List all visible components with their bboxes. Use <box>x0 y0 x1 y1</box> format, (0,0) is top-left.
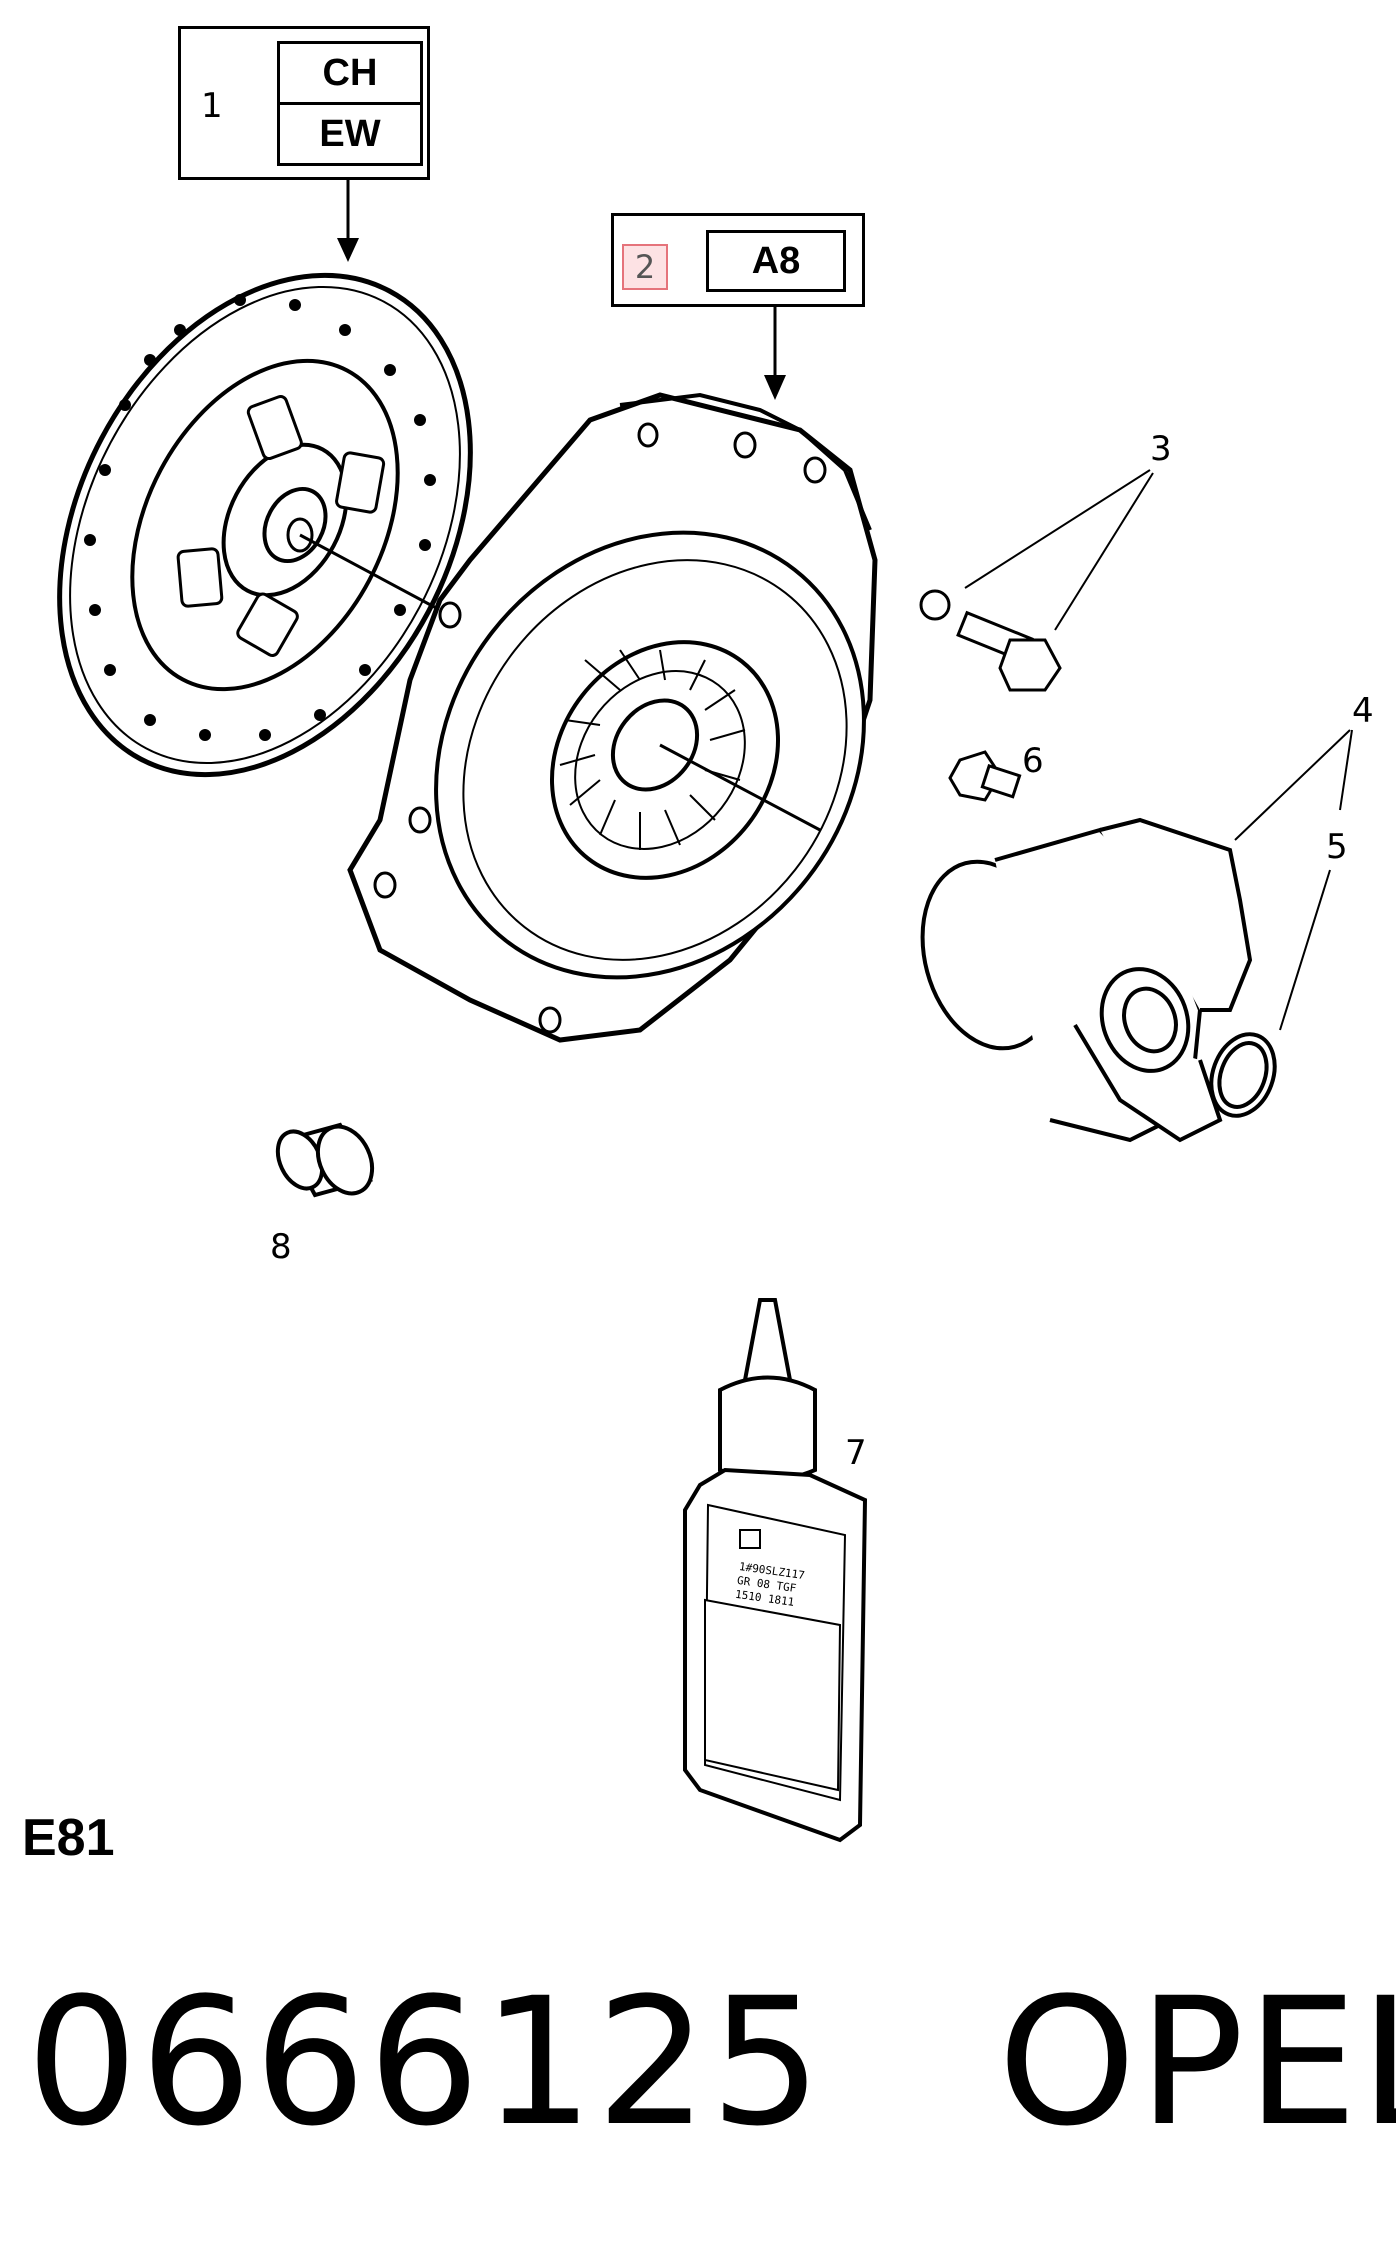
diagram-code: E81 <box>22 1809 115 1867</box>
callout-1: 1 <box>201 86 223 126</box>
plate-center-line <box>659 743 821 832</box>
part-number: 0666125 <box>26 1960 824 2165</box>
callout-8: 8 <box>270 1227 292 1267</box>
brand-name: OPEL <box>997 1960 1396 2165</box>
screw-icon <box>948 750 1022 802</box>
o-ring-icon <box>1209 1032 1277 1118</box>
part-1-code-box: 1 CH EW <box>178 26 430 180</box>
callout-6: 6 <box>1022 741 1044 781</box>
disc-center-line <box>299 533 441 612</box>
callout-4: 4 <box>1352 691 1374 731</box>
code-a8: A8 <box>706 230 846 292</box>
bolt-icon <box>919 589 1062 692</box>
release-bearing-icon <box>920 817 1253 1143</box>
callout-3: 3 <box>1150 429 1172 469</box>
part-2-code-box: 2 A8 <box>611 213 865 307</box>
code-ew: EW <box>277 102 423 166</box>
grease-bottle-icon <box>683 1298 868 1843</box>
part-number-line: 0666125 OPEL <box>26 1975 1396 2151</box>
clutch-disc-icon <box>57 272 473 778</box>
bush-icon <box>275 1122 375 1198</box>
pressure-plate-icon <box>347 392 878 1043</box>
code-ch: CH <box>277 41 423 105</box>
header-arrows <box>337 178 786 400</box>
callout-7: 7 <box>845 1433 867 1473</box>
callout-5: 5 <box>1326 827 1348 867</box>
callout-2-highlight: 2 <box>622 244 668 290</box>
leader-lines <box>247 104 1353 1031</box>
